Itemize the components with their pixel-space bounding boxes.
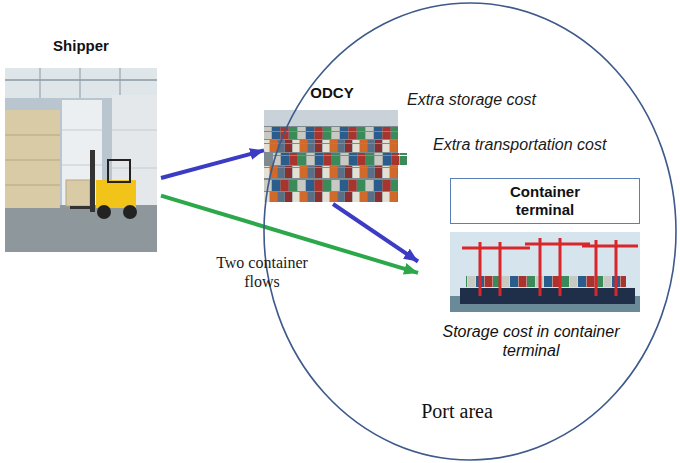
odcy-node: ODCY <box>264 82 402 204</box>
region-label: Port area <box>392 399 522 423</box>
port-area-outline <box>262 1 678 462</box>
flow-label: Two container flows <box>198 253 326 291</box>
node-title: Shipper <box>3 37 159 55</box>
port-area-outline <box>264 3 676 460</box>
terminal-photo <box>450 232 640 312</box>
cost-note: Storage cost in container terminal <box>418 322 644 360</box>
port-area-circle: ODCY Container terminalStorage cost in co… <box>262 1 678 462</box>
flow-arrow <box>161 150 264 178</box>
container-yard-photo <box>264 110 407 202</box>
shipper-node: Shipper <box>3 35 161 255</box>
terminal-node: Container terminalStorage cost in contai… <box>418 176 646 366</box>
flow-arrow <box>333 204 418 262</box>
cost-note: Extra storage cost <box>407 90 536 109</box>
node-title: Container terminal <box>490 183 600 219</box>
heading-box: Container terminal <box>450 178 640 224</box>
warehouse-photo <box>5 68 157 252</box>
cost-note: Extra transportation cost <box>433 135 606 154</box>
node-title: ODCY <box>264 84 400 102</box>
